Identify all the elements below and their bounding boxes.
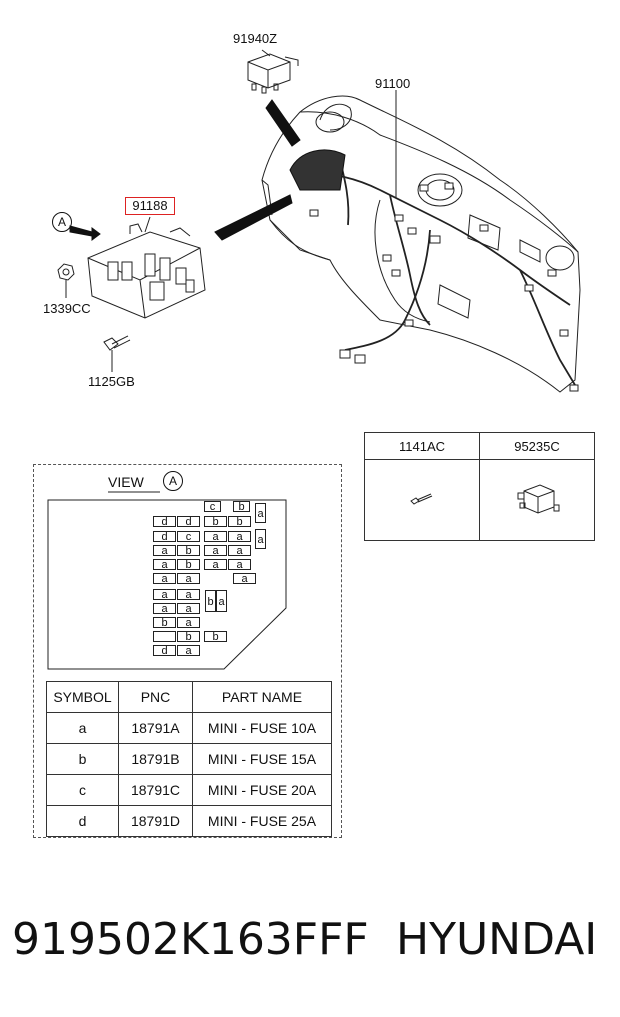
fuse-cell: a xyxy=(204,545,227,557)
fuse-cell: a xyxy=(153,589,176,601)
part-number-heading: 919502K163FFF xyxy=(12,914,369,965)
legend-cell: 18791A xyxy=(118,712,193,744)
legend-cell: 18791D xyxy=(118,805,193,837)
fuse-cell: b xyxy=(204,631,227,643)
fuse-cell: a xyxy=(255,529,266,549)
fuse-cell: d xyxy=(153,531,176,543)
fuse-cell: b xyxy=(177,559,200,571)
dashboard-drawing xyxy=(261,95,581,393)
brand-heading: HYUNDAI xyxy=(396,914,598,965)
fuse-cell: a xyxy=(228,559,251,571)
fuse-cell: a xyxy=(153,545,176,557)
fuse-cell: c xyxy=(204,501,221,513)
fuse-cell: a xyxy=(204,531,227,543)
fuse-cell: b xyxy=(233,501,250,513)
legend-cell: MINI - FUSE 15A xyxy=(192,743,332,775)
legend-cell: 18791B xyxy=(118,743,193,775)
legend-cell: b xyxy=(46,743,119,775)
part-label-nut: 1339CC xyxy=(43,301,91,316)
part-label-relay: 91940Z xyxy=(233,31,278,46)
view-title-marker: A xyxy=(163,471,183,491)
legend-header-pnc: PNC xyxy=(118,681,193,713)
legend-cell: MINI - FUSE 10A xyxy=(192,712,332,744)
fuse-cell: a xyxy=(255,503,266,523)
hardware-header-2: 95235C xyxy=(479,432,595,460)
fuse-cell: a xyxy=(228,531,251,543)
fuse-cell: a xyxy=(153,573,176,585)
view-a-panel xyxy=(33,464,342,838)
fuse-cell: b xyxy=(177,631,200,643)
bolt-1125gb-drawing xyxy=(103,335,131,372)
relay-91940z-drawing xyxy=(247,53,299,94)
relay-icon xyxy=(479,459,595,541)
legend-header-part-name: PART NAME xyxy=(192,681,332,713)
fuse-cell: b xyxy=(153,617,176,629)
table-row: c 18791C MINI - FUSE 20A xyxy=(46,774,332,806)
fuse-cell: d xyxy=(153,516,176,528)
fuse-cell: a xyxy=(204,559,227,571)
fuse-legend-table: SYMBOL PNC PART NAME a 18791A MINI - FUS… xyxy=(46,681,332,837)
legend-cell: 18791C xyxy=(118,774,193,806)
part-label-bolt: 1125GB xyxy=(88,374,135,389)
fuse-cell: a xyxy=(177,645,200,657)
fuse-cell: a xyxy=(153,603,176,615)
table-row: a 18791A MINI - FUSE 10A xyxy=(46,712,332,744)
fuse-cell: b xyxy=(228,516,251,528)
hardware-table: 1141AC 95235C xyxy=(364,432,595,541)
fuse-cell: a xyxy=(228,545,251,557)
fuse-cell: b xyxy=(204,516,227,528)
nut-1339cc-drawing xyxy=(57,263,75,298)
junction-box-drawing xyxy=(87,223,206,319)
view-title: VIEW xyxy=(108,474,144,490)
hardware-header-1: 1141AC xyxy=(364,432,480,460)
legend-cell: c xyxy=(46,774,119,806)
view-marker-a: A xyxy=(52,212,72,232)
fuse-cell: d xyxy=(177,516,200,528)
fuse-cell: a xyxy=(153,559,176,571)
fuse-cell: a xyxy=(177,589,200,601)
fuse-cell: a xyxy=(233,573,256,585)
fuse-cell: a xyxy=(216,590,227,612)
legend-header-symbol: SYMBOL xyxy=(46,681,119,713)
legend-cell: MINI - FUSE 25A xyxy=(192,805,332,837)
table-row: d 18791D MINI - FUSE 25A xyxy=(46,805,332,837)
screw-icon xyxy=(364,459,480,541)
assembly-illustration xyxy=(57,49,581,393)
legend-cell: a xyxy=(46,712,119,744)
part-label-main-harness: 91100 xyxy=(375,76,411,91)
legend-cell: MINI - FUSE 20A xyxy=(192,774,332,806)
fuse-cell: c xyxy=(177,531,200,543)
fuse-cell: a xyxy=(177,617,200,629)
fuse-cell xyxy=(153,631,176,642)
fuse-cell: b xyxy=(205,590,216,612)
part-label-junction-box[interactable]: 91188 xyxy=(125,197,175,215)
fuse-cell: d xyxy=(153,645,176,657)
fuse-cell: a xyxy=(177,573,200,585)
fuse-cell: b xyxy=(177,545,200,557)
fuse-cell: a xyxy=(177,603,200,615)
legend-cell: d xyxy=(46,805,119,837)
table-row: b 18791B MINI - FUSE 15A xyxy=(46,743,332,775)
